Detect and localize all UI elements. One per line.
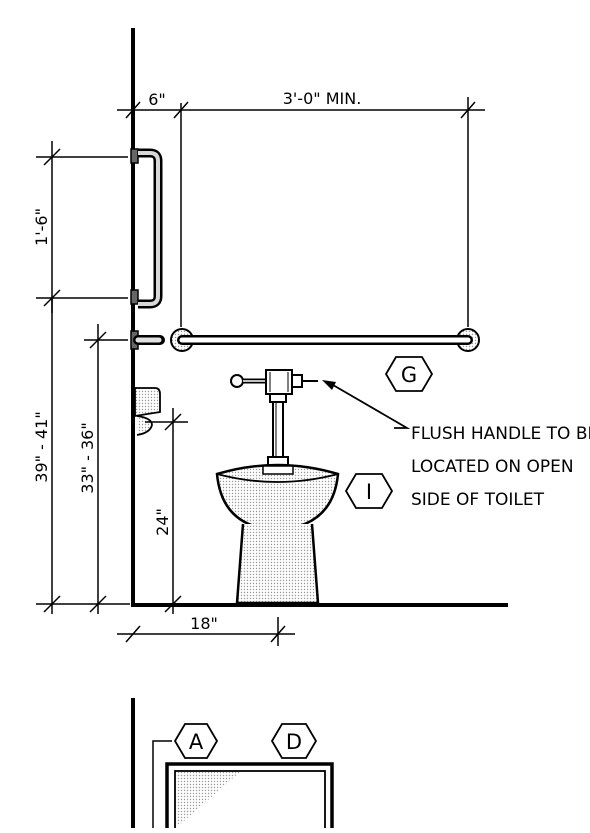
lower-wall: [131, 698, 172, 828]
tag-label-mirror-right: D: [286, 730, 302, 754]
dimension-side-offset: 6" 3'-0" MIN.: [117, 89, 485, 327]
paper-dispenser: [134, 387, 161, 436]
flush-handle-note: FLUSH HANDLE TO BE LOCATED ON OPEN SIDE …: [411, 424, 590, 510]
tag-mirror-right: D: [270, 723, 318, 759]
note-leader: [322, 380, 411, 429]
tag-label-toilet: I: [366, 480, 372, 504]
note-line-1: FLUSH HANDLE TO BE: [411, 424, 590, 444]
mirror: [165, 762, 334, 833]
note-line-2: LOCATED ON OPEN: [411, 457, 574, 477]
dimension-dispenser-height: 24": [145, 408, 188, 614]
tag-toilet: I: [344, 473, 394, 509]
dimension-label-dispenser-height: 24": [153, 508, 172, 536]
tag-grab-bar: G: [384, 356, 434, 392]
dimension-grab-bar-height: 39" - 41": [32, 298, 130, 614]
tag-label-grab-bar: G: [401, 363, 417, 387]
toilet: [215, 463, 340, 605]
wall-bar-stub: [130, 330, 165, 350]
dimension-centerline-offset: 18": [117, 614, 295, 646]
dimension-label-bar-length: 3'-0" MIN.: [283, 89, 362, 108]
dimension-bar-spacing: 1'-6": [32, 141, 128, 313]
tag-mirror-left: A: [173, 723, 219, 759]
dimension-label-centerline-offset: 18": [190, 614, 218, 633]
tag-label-mirror-left: A: [189, 730, 204, 754]
dimension-label-bar-height: 33" - 36": [78, 422, 97, 493]
flush-valve: [230, 369, 318, 466]
vertical-grab-bar: [130, 148, 163, 309]
dimension-label-side-offset: 6": [148, 90, 166, 109]
dimension-label-bar-spacing: 1'-6": [32, 208, 51, 246]
dimension-bar-height: 33" - 36": [78, 324, 128, 614]
note-line-3: SIDE OF TOILET: [411, 490, 545, 510]
dimension-label-grab-bar-height: 39" - 41": [32, 411, 51, 482]
horizontal-grab-bar: [170, 328, 480, 352]
